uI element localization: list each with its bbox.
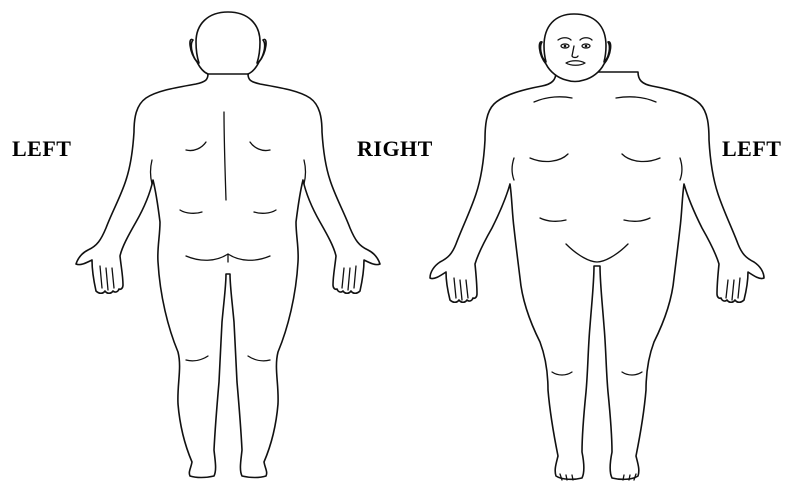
front-right-pupil — [585, 45, 588, 48]
front-left-pupil — [564, 45, 567, 48]
front-body — [430, 72, 764, 479]
body-outline-front-icon — [430, 14, 764, 480]
body-outline-back-icon — [76, 12, 380, 478]
back-body — [76, 74, 380, 478]
back-head — [190, 12, 266, 75]
